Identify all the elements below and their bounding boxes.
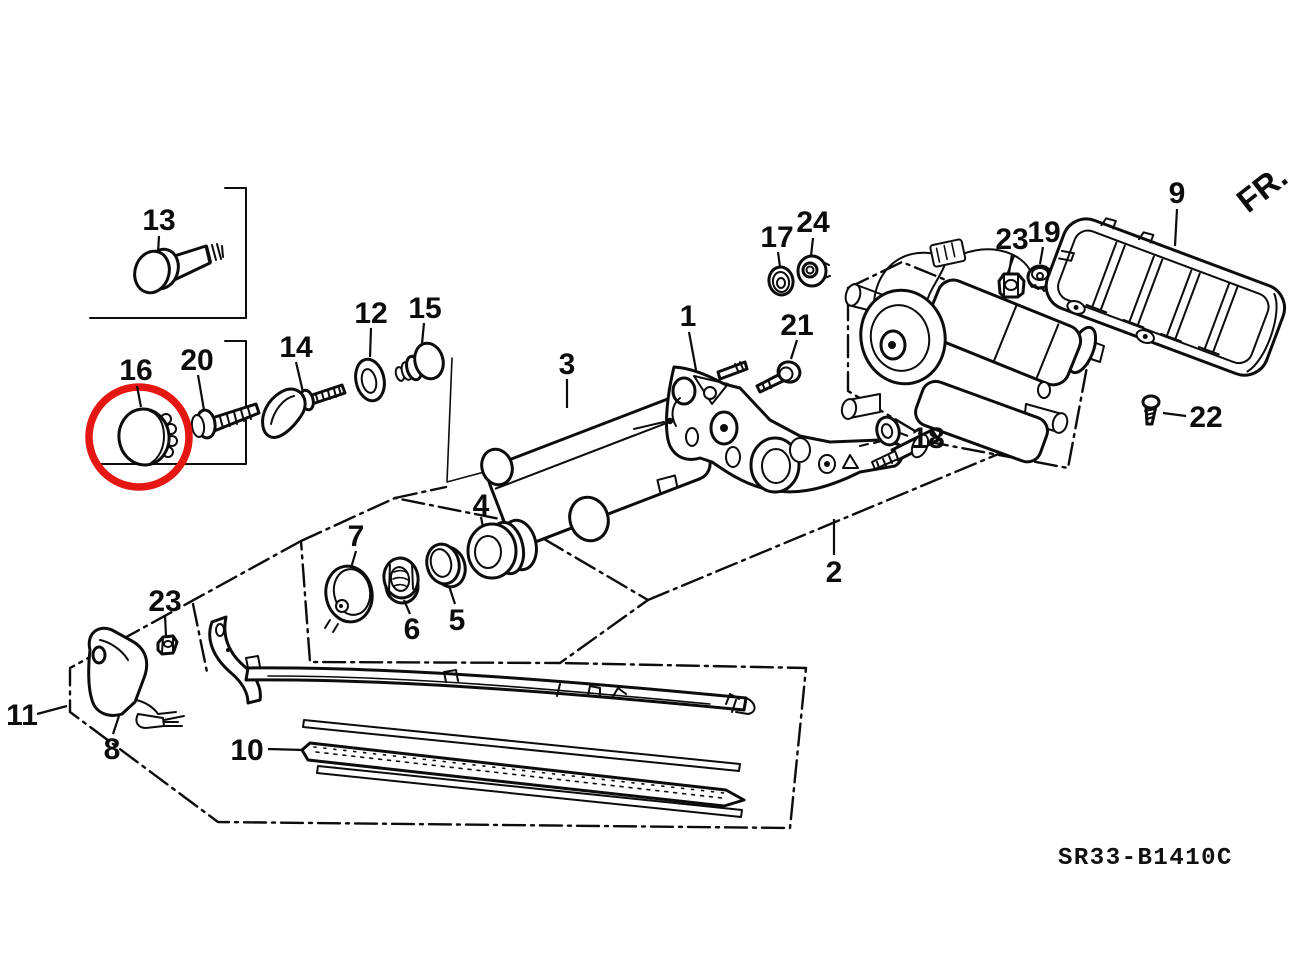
witness-line <box>446 357 489 483</box>
wiper-assembly-box <box>68 539 808 830</box>
link-line-b <box>646 438 1034 602</box>
part-17-art <box>767 265 795 297</box>
part-callout-17-8[interactable]: 17 <box>760 221 793 254</box>
part-21-art <box>755 360 802 394</box>
part-callout-8-23[interactable]: 8 <box>104 733 121 766</box>
diagram-code: SR33-B1410C <box>1058 845 1233 872</box>
part-leader-19-12 <box>1038 246 1045 265</box>
part-leader-9-13 <box>1173 208 1179 247</box>
divider-line <box>191 602 209 674</box>
highlight-circle-part-16 <box>85 383 193 491</box>
part-leader-20-2 <box>196 374 206 411</box>
blade-frame-art <box>244 655 756 715</box>
part-callout-10-24[interactable]: 10 <box>230 734 263 767</box>
part-2-art <box>840 238 1105 470</box>
part-callout-24-9[interactable]: 24 <box>796 206 830 239</box>
part-23a-art <box>997 272 1026 299</box>
ref-box-part-13 <box>89 187 247 319</box>
part-callout-20-2[interactable]: 20 <box>180 344 213 377</box>
part-callout-4-17[interactable]: 4 <box>473 489 490 522</box>
part-callout-7-18[interactable]: 7 <box>348 520 365 553</box>
part-callout-23-21[interactable]: 23 <box>148 585 181 618</box>
part-callout-15-5[interactable]: 15 <box>408 292 441 325</box>
assembly-enclosures <box>68 260 1094 830</box>
part-8-art <box>87 626 185 729</box>
part-9-art <box>1044 217 1287 377</box>
part-6-art <box>382 556 420 605</box>
part-leader-16-1 <box>135 385 143 408</box>
part-leader-17-8 <box>776 251 782 268</box>
part-leader-7-18 <box>349 550 358 569</box>
part-callout-13-0[interactable]: 13 <box>142 204 175 237</box>
link-line-a <box>393 485 448 500</box>
part-callout-2-16[interactable]: 2 <box>826 556 843 589</box>
part-20-art <box>190 402 261 440</box>
part-callout-11-22[interactable]: 11 <box>6 699 38 732</box>
part-leader-23-21 <box>163 614 168 637</box>
part-callout-16-1[interactable]: 16 <box>119 354 152 387</box>
part-leader-8-23 <box>111 715 121 735</box>
part-18-art <box>875 415 901 447</box>
part-leader-22-14 <box>1162 411 1187 418</box>
part-10-art <box>300 719 746 818</box>
part-leader-1-7 <box>687 331 698 371</box>
part-leader-15-5 <box>420 322 426 345</box>
part-leader-10-24 <box>267 747 305 752</box>
part-callout-6-19[interactable]: 6 <box>404 613 421 646</box>
part-callout-1-7[interactable]: 1 <box>680 300 697 333</box>
part-4-art <box>466 518 538 580</box>
part-callout-22-14[interactable]: 22 <box>1189 401 1222 434</box>
part-callout-12-4[interactable]: 12 <box>354 297 387 330</box>
part-leader-14-3 <box>294 361 305 393</box>
part-leader-23-11 <box>1007 253 1014 274</box>
part-leader-12-4 <box>368 327 373 358</box>
part-leader-18-15 <box>899 431 909 438</box>
part-callout-5-20[interactable]: 5 <box>449 604 466 637</box>
part-callout-19-12[interactable]: 19 <box>1027 216 1060 249</box>
part-callout-21-10[interactable]: 21 <box>780 309 813 342</box>
part-callout-23-11[interactable]: 23 <box>995 223 1028 256</box>
part-7-art <box>324 564 374 633</box>
part-leader-21-10 <box>789 339 799 360</box>
part-callout-14-3[interactable]: 14 <box>279 331 313 364</box>
part-23b-art <box>156 634 179 656</box>
motor-assembly-box <box>846 260 1094 470</box>
part-leader-5-20 <box>447 585 457 605</box>
part-24-art <box>796 254 831 288</box>
part-12-art <box>354 357 386 403</box>
part-leader-24-9 <box>809 237 815 257</box>
front-direction-label: FR. <box>1230 158 1295 220</box>
part-callout-3-6[interactable]: 3 <box>559 348 576 381</box>
part-13-art <box>133 243 224 295</box>
part-callout-18-15[interactable]: 18 <box>911 422 944 455</box>
part-leader-4-17 <box>479 516 485 528</box>
part-5-art <box>425 542 467 589</box>
part-leader-13-0 <box>156 235 161 254</box>
part-22-art <box>1141 394 1161 426</box>
part-14-art <box>261 383 347 439</box>
part-callout-9-13[interactable]: 9 <box>1169 177 1186 210</box>
blade-link-art <box>208 615 262 705</box>
part-15-art <box>394 341 445 382</box>
ref-box-part-16-20 <box>97 340 247 465</box>
part-leader-6-19 <box>402 599 412 615</box>
part-1-art <box>633 360 905 494</box>
part-leader-11-22 <box>36 704 68 716</box>
part-16-art <box>117 407 178 467</box>
